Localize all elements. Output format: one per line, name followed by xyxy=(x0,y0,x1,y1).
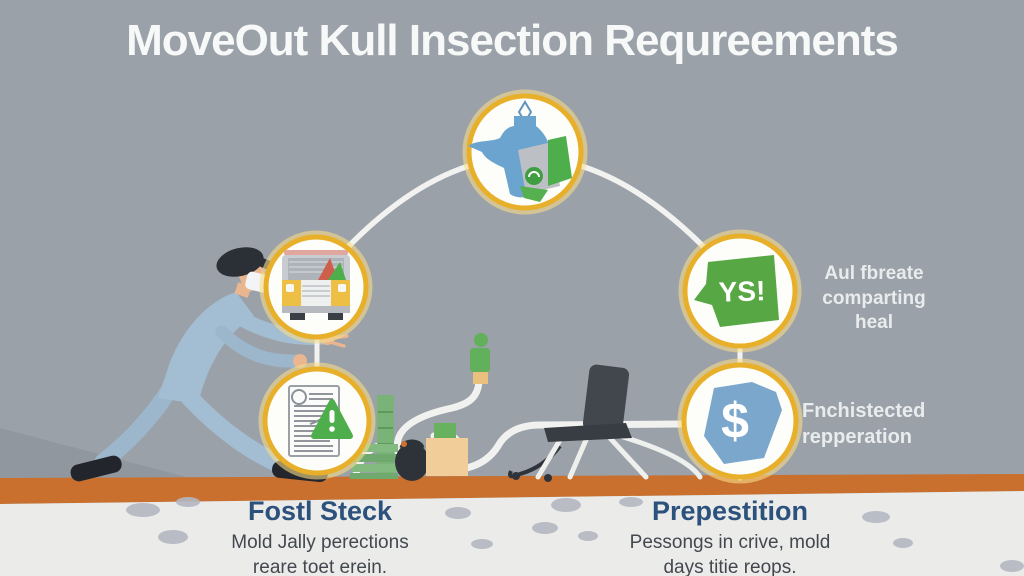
dollar-note-line-2: repperation xyxy=(802,426,913,448)
floor-orange-strip xyxy=(0,474,1024,504)
wall-corner-shadow xyxy=(0,428,190,478)
yes-badge-shape xyxy=(694,255,779,327)
footer-right-heading: Prepestition xyxy=(651,496,809,526)
moving-truck-icon xyxy=(282,250,350,320)
footer-right-line-2: days titie reops. xyxy=(663,557,797,576)
floor xyxy=(0,474,1024,576)
footer-right-block: Prepestition Pessongs in crive, mold day… xyxy=(565,496,895,576)
yes-note: Aul fbreate comparting heal xyxy=(796,262,952,336)
plug-icon xyxy=(470,333,490,384)
kettlebell-icon xyxy=(395,439,429,481)
dollar-shape xyxy=(704,382,782,464)
yes-note-line-1: Aul fbreate xyxy=(824,263,924,284)
footer-left-heading: Fostl Steck xyxy=(247,496,393,526)
footer-left-block: Fostl Steck Mold Jally perections reare … xyxy=(150,496,490,576)
footer-left-line-1: Mold Jally perections xyxy=(231,532,409,553)
yes-badge-label: YS! xyxy=(718,275,766,308)
document-warning-icon xyxy=(288,385,353,457)
office-chair xyxy=(508,364,703,482)
yes-note-line-2: comparting xyxy=(822,287,926,309)
page-title: MoveOut Kull Insection Requreements xyxy=(126,16,899,65)
floor-light-area xyxy=(0,491,1024,576)
dollar-note-line-1: Fnchistected xyxy=(802,400,926,422)
dollar-note: Fnchistected repperation xyxy=(802,398,982,450)
green-stack xyxy=(350,395,398,479)
cleaning-supplies-icon xyxy=(468,100,572,202)
yes-note-line-3: heal xyxy=(854,312,894,334)
footer-right-line-1: Pessongs in crive, mold xyxy=(629,532,831,553)
dollar-badge-label: $ xyxy=(721,393,749,449)
box-icon xyxy=(426,423,468,476)
footer-left-line-2: reare toet erein. xyxy=(252,557,388,576)
floor-dots xyxy=(126,497,1024,572)
